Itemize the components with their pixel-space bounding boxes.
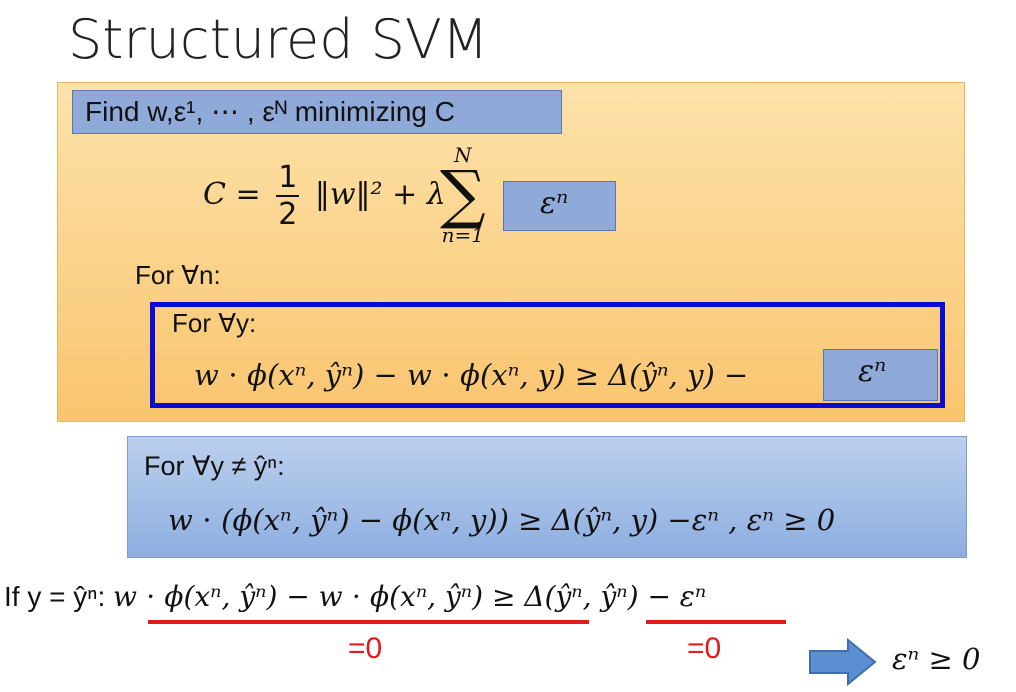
- sum-lower-limit: n=1: [441, 223, 485, 247]
- case-prefix: If y = ŷⁿ:: [4, 581, 106, 612]
- objective-lhs: C =: [203, 177, 261, 212]
- slack-box-objective: εⁿ: [503, 181, 616, 231]
- fraction-denominator: 2: [278, 197, 298, 232]
- sum-symbol: ∑: [440, 158, 486, 232]
- one-half-fraction: 1 2: [276, 160, 300, 232]
- case-line: If y = ŷⁿ: w ⋅ ϕ(xⁿ, ŷⁿ) − w ⋅ ϕ(xⁿ, ŷⁿ)…: [4, 580, 706, 613]
- case-lhs: w ⋅ ϕ(xⁿ, ŷⁿ) − w ⋅ ϕ(xⁿ, ŷⁿ): [113, 580, 484, 613]
- case-suffix: − εⁿ: [638, 580, 707, 613]
- find-box: Find w,ε¹, ⋯ , εᴺ minimizing C: [72, 90, 562, 134]
- for-all-y-label: For ∀y:: [172, 308, 257, 338]
- for-all-y-neq-label: For ∀y ≠ ŷⁿ:: [144, 451, 285, 481]
- objective-middle: ‖w‖² + λ: [314, 177, 446, 212]
- constraint-frame: [150, 302, 945, 408]
- underline-lhs: [148, 620, 589, 624]
- case-delta: Δ(ŷⁿ, ŷⁿ): [524, 580, 639, 613]
- case-geq: ≥: [483, 580, 525, 613]
- right-arrow-icon: [809, 637, 877, 687]
- rewritten-inequality: w ⋅ (ϕ(xⁿ, ŷⁿ) − ϕ(xⁿ, y)) ≥ Δ(ŷⁿ, y) −ε…: [168, 503, 836, 537]
- find-text: Find w,ε¹, ⋯ , εᴺ minimizing C: [85, 96, 455, 127]
- zero-annotation-left: =0: [348, 632, 383, 665]
- slack-term-constraint: εⁿ: [858, 354, 887, 389]
- slack-term: εⁿ: [540, 186, 569, 221]
- slide-title: Structured SVM: [68, 8, 489, 71]
- result-formula: εⁿ ≥ 0: [892, 642, 981, 676]
- constraint-inequality: w ⋅ ϕ(xⁿ, ŷⁿ) − w ⋅ ϕ(xⁿ, y) ≥ Δ(ŷⁿ, y) …: [194, 358, 749, 392]
- for-all-n-label: For ∀n:: [135, 260, 221, 290]
- underline-delta: [646, 620, 786, 624]
- summation: N ∑ n=1: [440, 143, 486, 247]
- optimization-panel: [57, 82, 965, 422]
- fraction-numerator: 1: [276, 160, 300, 197]
- zero-annotation-right: =0: [687, 632, 722, 665]
- sum-upper-limit: N: [454, 143, 472, 167]
- slack-box-constraint: εⁿ: [823, 349, 938, 401]
- rewritten-constraint-panel: For ∀y ≠ ŷⁿ: w ⋅ (ϕ(xⁿ, ŷⁿ) − ϕ(xⁿ, y)) …: [127, 436, 967, 558]
- objective-formula: C = 1 2 ‖w‖² + λ: [203, 160, 446, 232]
